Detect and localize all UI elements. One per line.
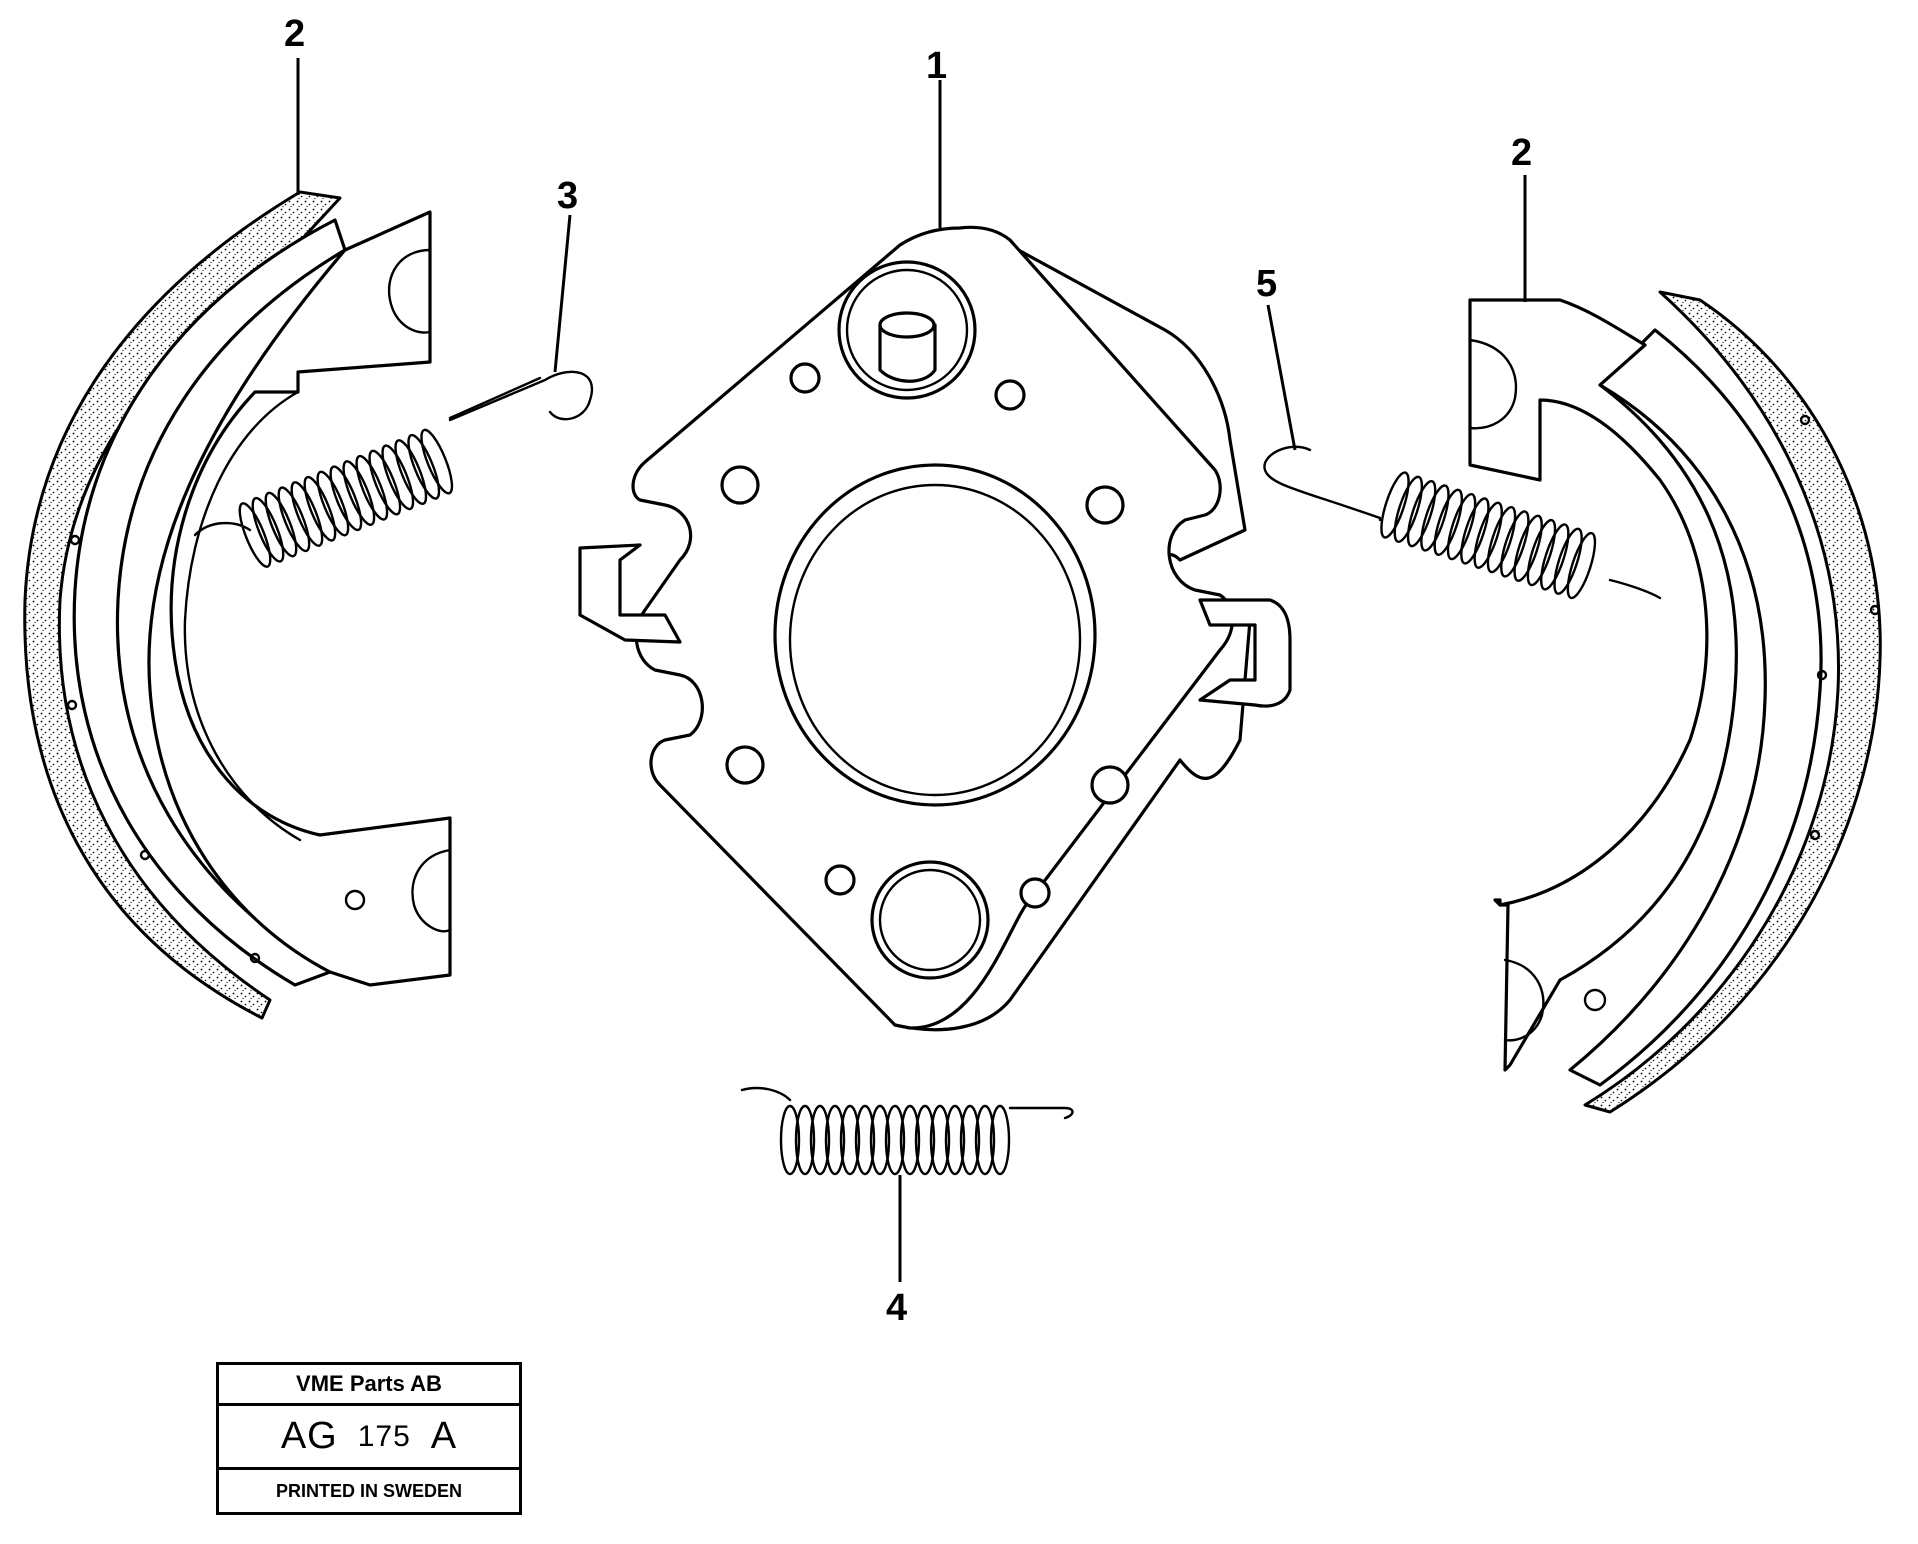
callout-1: 1	[926, 45, 947, 87]
title-block-printed: PRINTED IN SWEDEN	[275, 1480, 462, 1501]
leader-line-5	[1266, 304, 1297, 451]
title-block-code: AG 175 A	[219, 1406, 519, 1470]
title-block: VME Parts AB AG 175 A PRINTED IN SWEDEN	[216, 1362, 522, 1515]
callout-2-left: 2	[284, 13, 305, 55]
return-spring-5	[1263, 445, 1662, 602]
leader-line-3	[553, 214, 572, 373]
brake-shoe-right	[1468, 290, 1882, 1114]
return-spring-3	[193, 370, 594, 572]
title-block-company: VME Parts AB	[219, 1365, 519, 1406]
callout-3: 3	[557, 175, 578, 217]
callout-2-right: 2	[1511, 132, 1532, 174]
callout-5: 5	[1256, 263, 1277, 305]
code-prefix: AG	[280, 1415, 338, 1457]
code-number: 175	[357, 1419, 411, 1453]
return-spring-4	[740, 1086, 1074, 1176]
brake-shoe-left	[23, 190, 452, 1020]
code-suffix: A	[430, 1415, 458, 1457]
backing-plate	[578, 225, 1292, 1032]
callout-4: 4	[886, 1287, 907, 1329]
